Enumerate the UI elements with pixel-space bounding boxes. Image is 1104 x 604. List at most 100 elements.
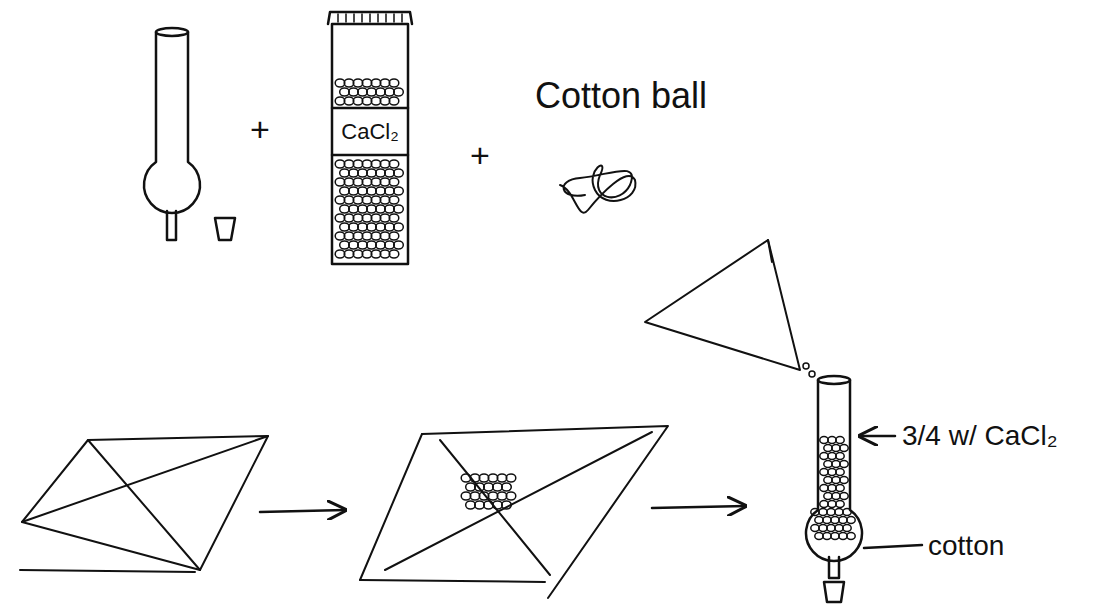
pellet	[824, 461, 832, 468]
pellet	[820, 453, 828, 460]
pellet	[824, 477, 832, 484]
filter-paper-with-pellets	[360, 426, 668, 598]
pellet	[484, 483, 494, 491]
filter-paper	[20, 436, 268, 572]
pellet	[358, 187, 368, 195]
pellet	[840, 493, 848, 500]
pellet	[840, 445, 848, 452]
pellet	[820, 437, 828, 444]
leader-line	[864, 545, 922, 548]
pellet	[380, 196, 390, 204]
pellet	[385, 169, 395, 177]
pellet	[362, 232, 372, 240]
pellet	[847, 517, 855, 524]
pellet	[394, 169, 404, 177]
pellet	[367, 223, 377, 231]
pellet	[497, 492, 507, 500]
pellet	[344, 160, 354, 168]
pellet	[836, 437, 844, 444]
pellet	[840, 477, 848, 484]
pellet	[380, 97, 390, 105]
pellet	[466, 501, 476, 509]
pellet	[358, 88, 368, 96]
pellet	[358, 223, 368, 231]
pellet	[349, 187, 359, 195]
pellet	[493, 483, 503, 491]
pellet	[367, 187, 377, 195]
pellet	[340, 88, 350, 96]
pellet	[470, 492, 480, 500]
pellet	[353, 178, 363, 186]
pellet	[358, 169, 368, 177]
pellet	[371, 196, 381, 204]
pellet	[506, 474, 516, 482]
pellet	[809, 371, 815, 377]
pellet	[362, 79, 372, 87]
pellet	[389, 160, 399, 168]
pellet	[488, 474, 498, 482]
pellet	[367, 205, 377, 213]
pellet	[836, 453, 844, 460]
pellet	[835, 509, 843, 516]
pellet	[828, 485, 836, 492]
pellet	[335, 160, 345, 168]
pellet	[394, 223, 404, 231]
pellet	[389, 232, 399, 240]
pellet	[502, 483, 512, 491]
pellet	[380, 79, 390, 87]
pellet	[380, 250, 390, 258]
pellet	[824, 445, 832, 452]
pellet	[340, 205, 350, 213]
pellet	[349, 241, 359, 249]
pellet	[335, 214, 345, 222]
pellet	[349, 223, 359, 231]
pellet	[828, 437, 836, 444]
pellet	[828, 469, 836, 476]
pellet	[488, 492, 498, 500]
pellet	[836, 485, 844, 492]
pellet	[340, 169, 350, 177]
pellet	[344, 214, 354, 222]
pellet	[349, 88, 359, 96]
pellet	[371, 97, 381, 105]
pellet	[353, 232, 363, 240]
pellet	[461, 492, 471, 500]
reagent-jar-label: CaCl₂	[332, 108, 408, 155]
pellet	[815, 533, 823, 540]
pellet	[362, 160, 372, 168]
pellet	[380, 160, 390, 168]
pellet	[340, 187, 350, 195]
pellet	[367, 241, 377, 249]
pellet	[362, 178, 372, 186]
pellet	[385, 88, 395, 96]
pellet	[394, 241, 404, 249]
pellet	[344, 178, 354, 186]
pellet	[340, 241, 350, 249]
pellet	[466, 483, 476, 491]
pellet	[820, 469, 828, 476]
pellet	[394, 187, 404, 195]
pellet	[836, 501, 844, 508]
pellet	[353, 250, 363, 258]
pellet	[827, 525, 835, 532]
pellet	[827, 509, 835, 516]
pellet	[385, 187, 395, 195]
pellet	[376, 187, 386, 195]
pellet	[362, 196, 372, 204]
plus-sign: +	[250, 112, 270, 146]
pellet	[835, 525, 843, 532]
pellet	[506, 492, 516, 500]
pellet	[836, 469, 844, 476]
pellet	[362, 250, 372, 258]
pellet	[394, 205, 404, 213]
pellet	[823, 517, 831, 524]
pellet	[349, 169, 359, 177]
pellet	[820, 501, 828, 508]
pellet	[820, 485, 828, 492]
pellet	[344, 79, 354, 87]
pellet	[367, 88, 377, 96]
fill-note: 3/4 w/ CaCl₂	[902, 422, 1058, 450]
pellet	[832, 461, 840, 468]
pellet	[819, 509, 827, 516]
pellet	[828, 501, 836, 508]
